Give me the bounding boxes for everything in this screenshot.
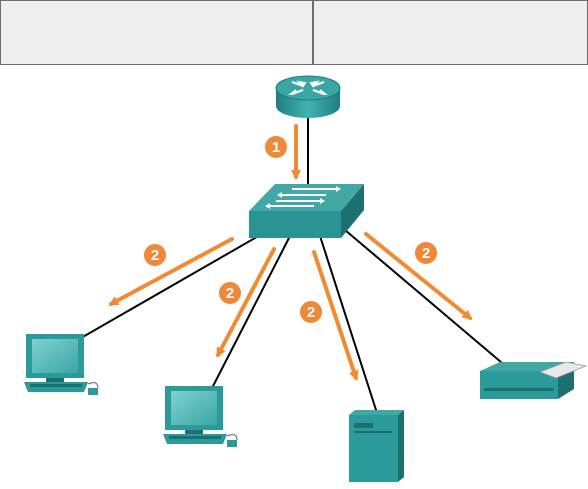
step-badge: 1 — [263, 134, 289, 160]
pc-icon — [24, 334, 99, 395]
svg-text:2: 2 — [151, 247, 159, 264]
pc-icon — [163, 386, 238, 447]
switch-icon — [249, 184, 364, 238]
step-badge: 2 — [413, 240, 439, 266]
step-badges: 1 2 2 2 2 — [142, 134, 439, 325]
svg-text:2: 2 — [422, 245, 430, 262]
cable-switch-printer — [344, 229, 509, 369]
cables — [73, 118, 509, 414]
router-icon — [275, 75, 341, 118]
server-icon — [349, 410, 404, 482]
header-cell-left — [1, 1, 314, 64]
svg-text:2: 2 — [226, 285, 234, 302]
printer-icon — [480, 361, 588, 399]
svg-text:2: 2 — [307, 304, 315, 321]
svg-text:1: 1 — [272, 139, 280, 156]
step-badge: 2 — [142, 242, 168, 268]
cable-switch-server — [319, 235, 378, 414]
step-badge: 2 — [217, 280, 243, 306]
arrow-switch-to-server — [312, 250, 359, 381]
arrow-switch-to-pc-center — [216, 247, 276, 358]
arrow-switch-to-pc-left — [108, 237, 234, 306]
step-badge: 2 — [298, 299, 324, 325]
header-table — [0, 0, 588, 65]
traffic-arrows — [108, 124, 473, 381]
arrow-switch-to-printer — [364, 232, 473, 320]
cable-switch-pc-left — [73, 233, 263, 343]
cable-switch-pc-center — [209, 235, 291, 393]
